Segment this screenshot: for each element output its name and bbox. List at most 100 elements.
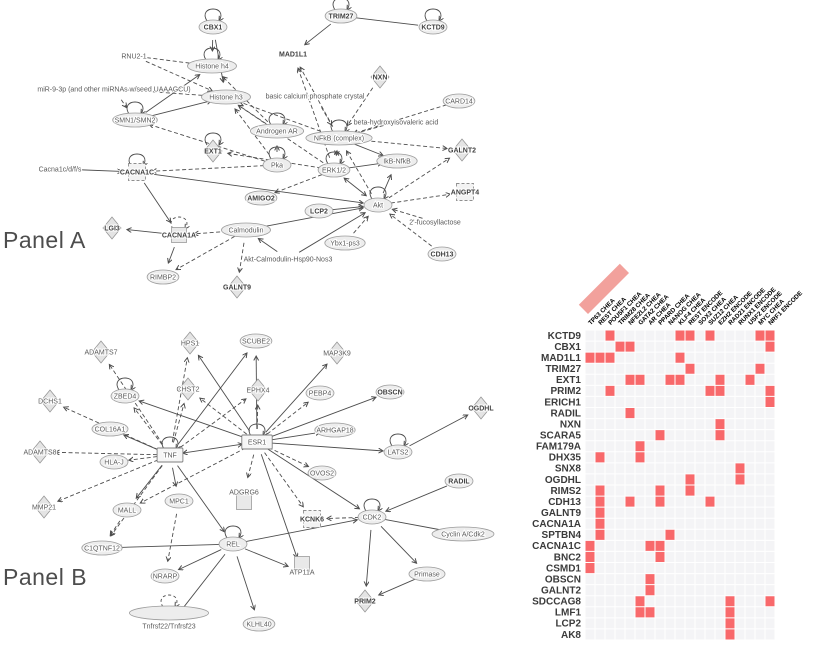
node-klhl40: KLHL40 xyxy=(242,616,276,632)
edge-card14-nfkb xyxy=(353,104,447,134)
cbx1-shape xyxy=(198,19,228,35)
node-ovos2: OVOS2 xyxy=(307,465,337,481)
node-label-ephx4: EPHX4 xyxy=(247,388,270,395)
edge-tnf-c1qtnf12 xyxy=(111,465,163,535)
node-label-chst2: CHST2 xyxy=(177,387,200,394)
edge-ybx1-akt xyxy=(353,216,369,234)
heatmap-cell xyxy=(675,374,685,386)
edge-akt-ikb xyxy=(382,175,391,194)
node-ogdhl: OGDHL xyxy=(467,396,495,420)
heatmap-row-label: FAM179A xyxy=(536,442,581,453)
node-label-adamts8: ADAMTS8 xyxy=(23,450,56,457)
edge-esr1-hps1 xyxy=(198,355,251,432)
lcp2-shape xyxy=(304,203,334,219)
edge-aktcalm-calm xyxy=(258,239,278,252)
edge-akt-galnt2 xyxy=(388,158,450,199)
edge-esr1-kcnk6 xyxy=(264,452,304,507)
node-label-nfkb: NFkB (complex) xyxy=(314,136,364,143)
heatmap-cell xyxy=(635,606,645,618)
edge-esr1-map3k9 xyxy=(265,364,327,433)
edge-andro-hish4 xyxy=(223,77,269,123)
self-loop xyxy=(330,119,347,132)
edge-cacna1c-akt xyxy=(149,173,363,203)
edge-nfkb-erk xyxy=(336,151,337,155)
edge-nxn-nfkb xyxy=(347,87,374,126)
node-rnu21: RNU2-1 xyxy=(120,53,147,62)
heatmap-row-label: ERICH1 xyxy=(544,397,581,408)
cdk2-shape xyxy=(357,509,387,525)
node-label-klhl40: KLHL40 xyxy=(246,622,271,629)
node-fucosyl: 2'-fucosyllactose xyxy=(408,219,462,228)
heatmap-row-label: AK8 xyxy=(561,630,581,641)
node-label-nrarp: NRARP xyxy=(153,574,178,581)
node-arhgap18: ARHGAP18 xyxy=(314,422,356,438)
node-label-mir9: miR-9-3p (and other miRNAs w/seed UAAAGC… xyxy=(37,87,190,94)
heatmap-row-label: OBSCN xyxy=(545,574,581,585)
edge-tnf-hps1 xyxy=(171,358,187,443)
node-pka: Pka xyxy=(262,146,292,173)
edge-erk-ikb xyxy=(346,163,382,169)
smn-shape xyxy=(112,112,158,128)
node-lcp2: LCP2 xyxy=(304,203,334,219)
edge-tnf-scube2 xyxy=(177,353,247,445)
heatmap-cell xyxy=(765,396,775,408)
edge-tnf-mpc1 xyxy=(172,467,176,487)
heatmap-row-label: PRIM2 xyxy=(550,386,581,397)
akt-shape xyxy=(363,197,393,213)
heatmap-cell xyxy=(685,363,695,375)
heatmap-cell xyxy=(625,341,635,353)
heatmap-row-label: RIMS2 xyxy=(550,486,581,497)
node-label-ogdhl: OGDHL xyxy=(468,406,494,413)
node-label-mmp21: MMP21 xyxy=(32,505,56,512)
node-ext1: EXT1 xyxy=(203,132,222,163)
mall-shape xyxy=(112,502,142,518)
node-label-cbx1: CBX1 xyxy=(204,25,223,32)
nrarp-shape xyxy=(150,568,180,584)
heatmap-row-label: CBX1 xyxy=(554,342,581,353)
edge-esr1-adgrg6 xyxy=(248,454,255,478)
edge-cacna1c-cacna1a xyxy=(143,182,170,223)
node-adgrg6: ADGRG6 xyxy=(228,489,260,510)
tnf-shape xyxy=(156,447,184,463)
self-loop xyxy=(160,594,177,607)
obscn-shape xyxy=(375,384,405,400)
node-label-fucosyl: 2'-fucosyllactose xyxy=(409,220,461,227)
node-label-esr1: ESR1 xyxy=(248,440,266,447)
rel-shape xyxy=(218,536,248,552)
node-cyclin: Cyclin A/Cdk2 xyxy=(431,526,495,542)
heatmap-cell xyxy=(675,330,685,342)
node-primase: Primase xyxy=(408,566,446,582)
edge-radil-cdk2 xyxy=(386,485,448,511)
andro-shape xyxy=(249,123,305,139)
node-label-kcnk6: KCNK6 xyxy=(300,517,324,524)
edge-cdh13-akt xyxy=(390,214,432,247)
node-label-zbed4: ZBED4 xyxy=(114,394,137,401)
heatmap-row-label: BNC2 xyxy=(554,552,582,563)
heatmap-cell xyxy=(585,540,595,552)
edge-rel-c1qtnf12 xyxy=(117,543,221,547)
heatmap-cell xyxy=(715,418,725,430)
node-label-card14: CARD14 xyxy=(445,99,473,106)
node-label-tnf: TNF xyxy=(163,453,177,460)
node-kctd9: KCTD9 xyxy=(418,8,448,35)
edge-cacna1a-rimbp2 xyxy=(168,246,175,263)
edge-esr1-lats2 xyxy=(269,442,383,451)
heatmap-cell xyxy=(705,330,715,342)
heatmap-row-label: GALNT2 xyxy=(541,585,581,596)
edge-erk-akt xyxy=(344,178,366,196)
node-bcpc: basic calcium phosphate crystal xyxy=(265,93,366,102)
node-zbed4: ZBED4 xyxy=(110,377,140,404)
heatmap-cell xyxy=(755,363,765,375)
heatmap-cell xyxy=(585,562,595,574)
mpc1-shape xyxy=(164,493,194,509)
adgrg6-shape xyxy=(236,494,252,510)
heatmap-cell xyxy=(635,595,645,607)
heatmap-cell xyxy=(635,440,645,452)
edge-calm-akt xyxy=(258,208,363,229)
heatmap-cell xyxy=(765,330,775,342)
ephx4-shape xyxy=(248,378,268,402)
edge-esr1-ovos2 xyxy=(268,447,309,467)
heatmap-row-label: CACNA1C xyxy=(532,541,581,552)
